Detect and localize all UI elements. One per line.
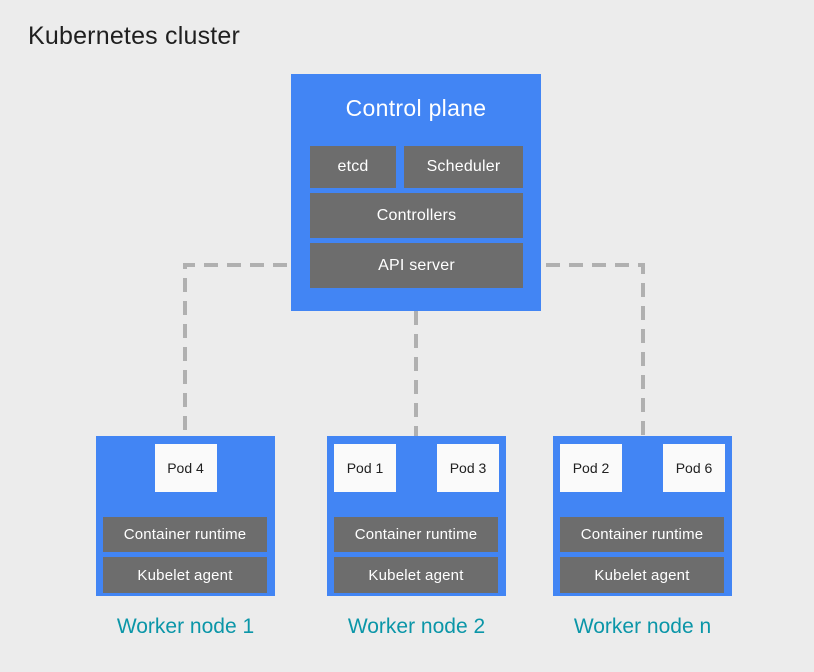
control-plane-components: etcd Scheduler Controllers API server: [310, 146, 523, 293]
worker-node-1-label: Worker node 1: [116, 615, 255, 638]
worker-n-container-runtime-box: Container runtime: [560, 517, 724, 552]
pod-4-box: Pod 4: [154, 444, 217, 492]
control-plane-box: Control plane etcd Scheduler Controllers…: [291, 74, 541, 311]
worker-1-kubelet-agent-box: Kubelet agent: [103, 557, 267, 593]
scheduler-box: Scheduler: [404, 146, 523, 188]
control-plane-row-1: etcd Scheduler: [310, 146, 523, 188]
pod-3-box: Pod 3: [437, 444, 499, 492]
worker-2-pod-row: Pod 1 Pod 3: [327, 444, 506, 492]
worker-n-pod-row: Pod 2 Pod 6: [553, 444, 732, 492]
pod-1-box: Pod 1: [334, 444, 396, 492]
pod-6-box: Pod 6: [663, 444, 725, 492]
worker-node-1-box: Pod 4 Container runtime Kubelet agent: [96, 436, 275, 596]
worker-2-container-runtime-box: Container runtime: [334, 517, 498, 552]
control-plane-row-3: API server: [310, 243, 523, 288]
worker-1-container-runtime-box: Container runtime: [103, 517, 267, 552]
worker-n-kubelet-agent-box: Kubelet agent: [560, 557, 724, 593]
diagram-title: Kubernetes cluster: [28, 22, 241, 50]
worker-node-2-box: Pod 1 Pod 3 Container runtime Kubelet ag…: [327, 436, 506, 596]
control-plane-row-2: Controllers: [310, 193, 523, 238]
worker-1-pod-row: Pod 4: [96, 444, 275, 492]
etcd-box: etcd: [310, 146, 396, 188]
control-plane-title: Control plane: [345, 95, 487, 121]
api-server-box: API server: [310, 243, 523, 288]
worker-node-2-label: Worker node 2: [347, 615, 486, 638]
worker-node-n-label: Worker node n: [573, 615, 712, 638]
controllers-box: Controllers: [310, 193, 523, 238]
pod-2-box: Pod 2: [560, 444, 622, 492]
worker-node-n-box: Pod 2 Pod 6 Container runtime Kubelet ag…: [553, 436, 732, 596]
worker-2-kubelet-agent-box: Kubelet agent: [334, 557, 498, 593]
connector-right: [523, 263, 645, 436]
